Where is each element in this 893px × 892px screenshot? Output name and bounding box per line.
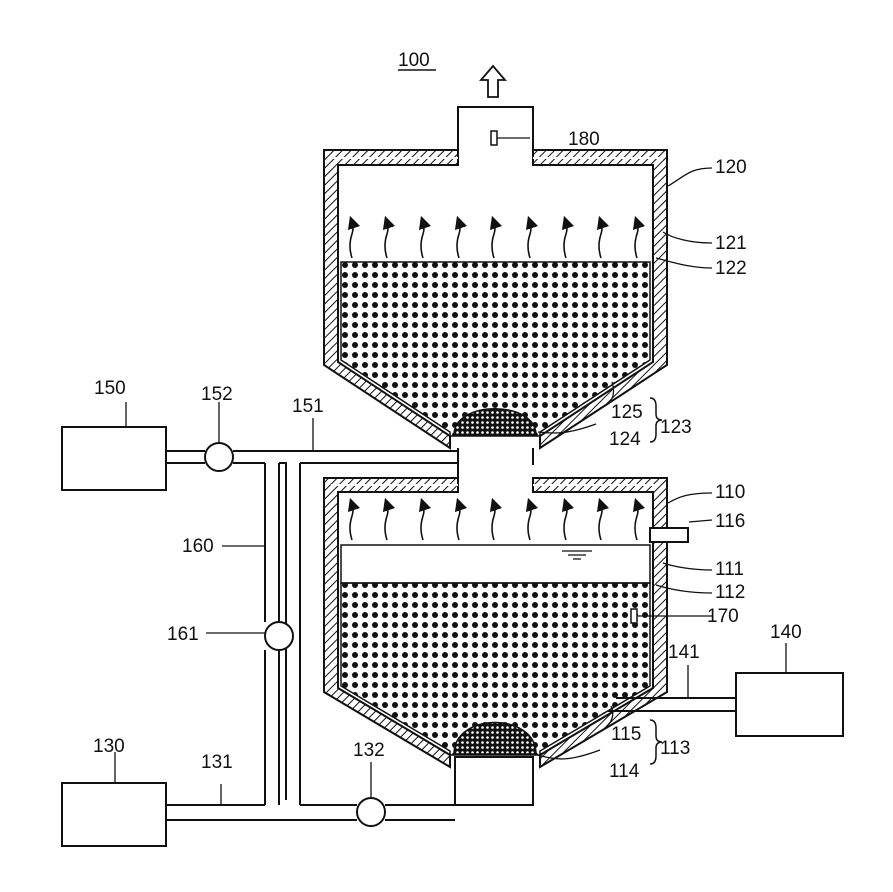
label-110: 110 bbox=[715, 482, 745, 503]
label-150: 150 bbox=[94, 378, 126, 399]
label-151: 151 bbox=[292, 396, 324, 417]
lower-inlet-box bbox=[455, 757, 533, 805]
figure-number: 100 bbox=[398, 50, 430, 71]
label-132: 132 bbox=[353, 740, 385, 761]
outlet-sensor bbox=[491, 131, 497, 145]
label-111: 111 bbox=[715, 559, 744, 580]
label-125: 125 bbox=[611, 402, 643, 423]
label-115: 115 bbox=[611, 724, 641, 745]
label-140: 140 bbox=[770, 622, 802, 643]
label-152: 152 bbox=[201, 384, 233, 405]
label-160: 160 bbox=[182, 536, 214, 557]
label-122: 122 bbox=[715, 258, 747, 279]
label-123: 123 bbox=[660, 417, 692, 438]
label-116: 116 bbox=[715, 511, 745, 532]
overflow-pipe bbox=[650, 528, 688, 542]
unit-140-box bbox=[736, 673, 843, 736]
valve-152[interactable] bbox=[205, 443, 233, 471]
inter-reactor-duct bbox=[458, 448, 533, 465]
label-161: 161 bbox=[167, 624, 199, 645]
liquid-layer bbox=[341, 545, 650, 583]
lower-gas-arrows bbox=[350, 504, 638, 540]
label-170: 170 bbox=[707, 606, 739, 627]
label-114: 114 bbox=[609, 761, 640, 782]
label-124: 124 bbox=[609, 429, 641, 450]
label-131: 131 bbox=[201, 752, 233, 773]
label-113: 113 bbox=[660, 738, 690, 759]
exhaust-arrow-icon bbox=[481, 66, 505, 97]
unit-130-box bbox=[62, 783, 166, 846]
label-130: 130 bbox=[93, 736, 125, 757]
upper-gas-arrows bbox=[350, 222, 638, 258]
label-121: 121 bbox=[715, 233, 747, 254]
label-112: 112 bbox=[715, 582, 745, 603]
valve-161[interactable] bbox=[265, 622, 293, 650]
valve-132[interactable] bbox=[357, 798, 385, 826]
unit-150-box bbox=[62, 427, 166, 490]
label-141: 141 bbox=[668, 642, 700, 663]
upper-reactor bbox=[324, 66, 667, 448]
level-sensor bbox=[631, 609, 637, 623]
label-120: 120 bbox=[715, 157, 747, 178]
label-180: 180 bbox=[568, 129, 600, 150]
pipe-131 bbox=[166, 805, 455, 820]
